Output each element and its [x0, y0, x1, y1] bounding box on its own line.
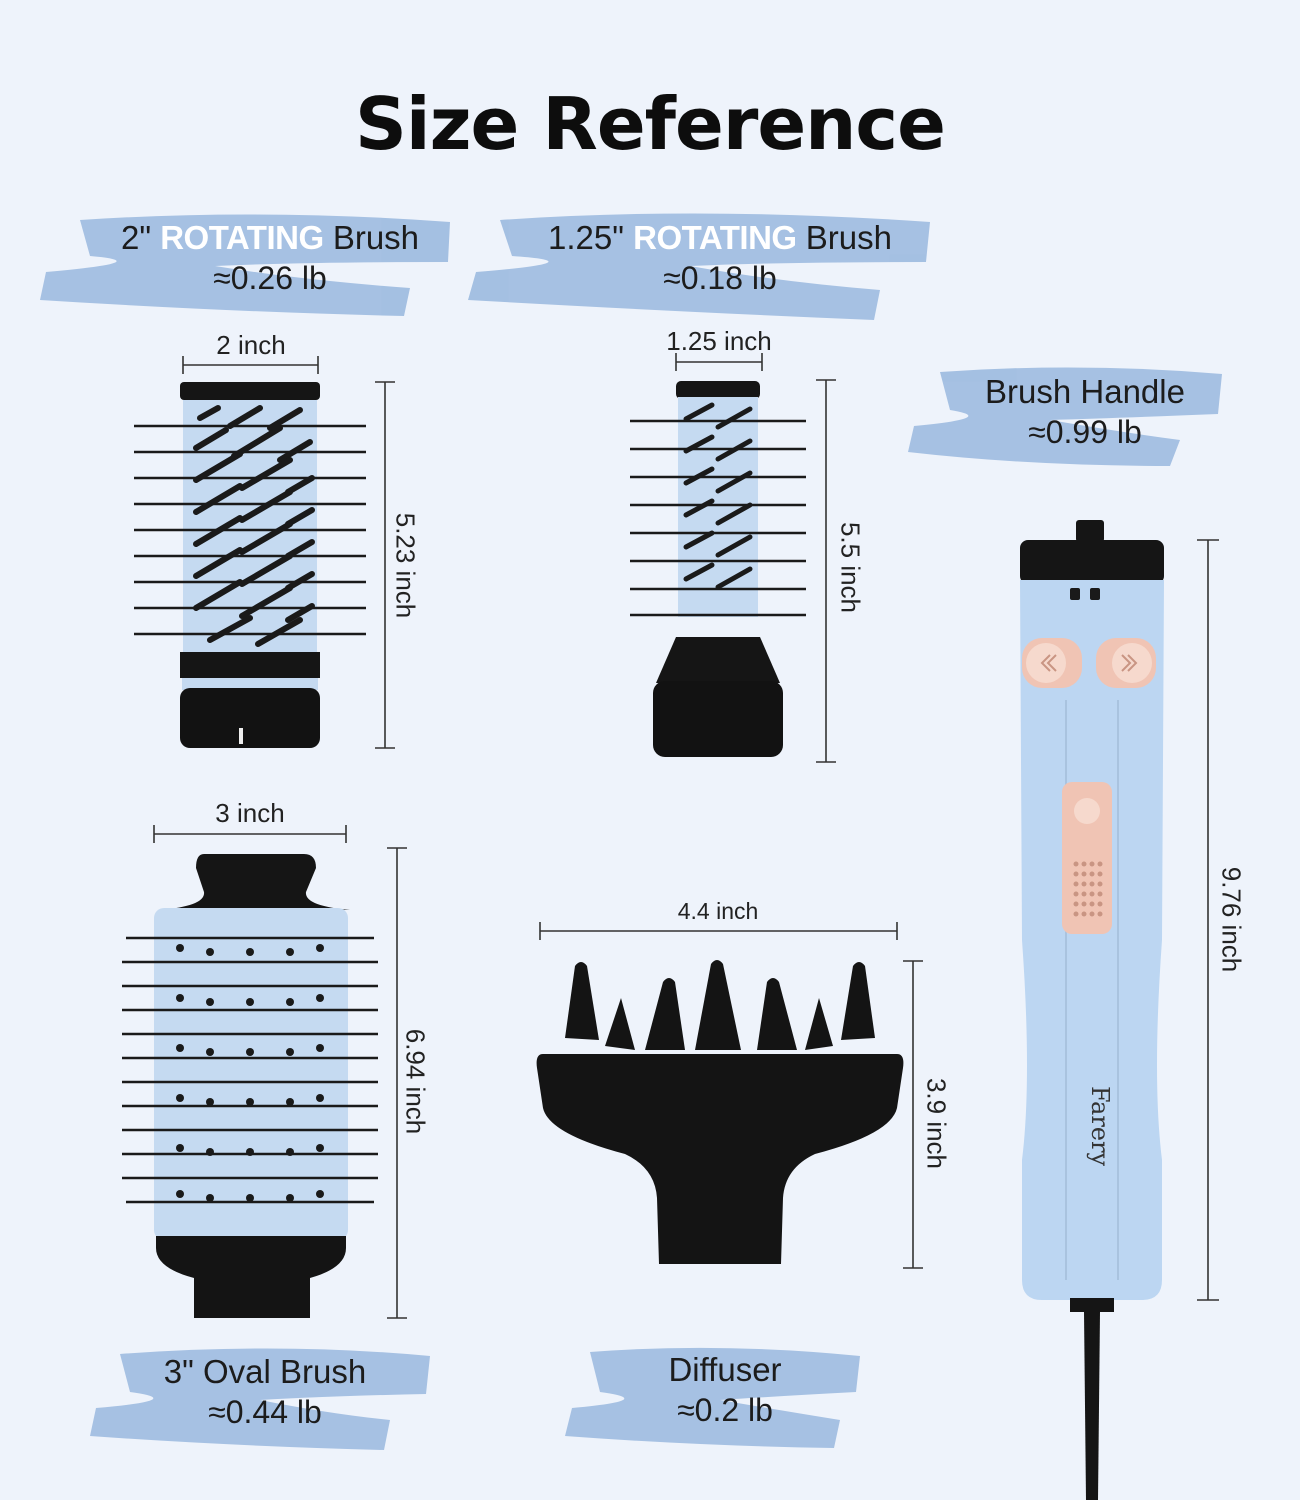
brush-125in-label: 1.25" ROTATING Brush ≈0.18 lb — [510, 218, 930, 298]
oval-brush-label: 3" Oval Brush ≈0.44 lb — [100, 1352, 430, 1432]
brush-125in-weight: ≈0.18 lb — [663, 260, 777, 296]
page-title: Size Reference — [355, 82, 946, 166]
brush-handle-illustration — [1020, 520, 1164, 1500]
brush-125in-width-label: 1.25 inch — [666, 326, 772, 356]
brush-125in-height-label: 5.5 inch — [835, 521, 866, 614]
brush-2in-size: 2" — [120, 219, 152, 256]
brush-2in-highlight: ROTATING — [160, 219, 324, 256]
brush-2in-label: 2" ROTATING Brush ≈0.26 lb — [70, 218, 470, 298]
oval-brush-name: 3" Oval Brush — [163, 1353, 367, 1390]
diffuser-height-label: 3.9 inch — [921, 1077, 952, 1170]
handle-label: Brush Handle ≈0.99 lb — [950, 372, 1220, 452]
oval-brush-weight: ≈0.44 lb — [208, 1394, 322, 1430]
handle-weight: ≈0.99 lb — [1028, 414, 1142, 450]
diffuser-illustration — [536, 960, 904, 1264]
brush-125in-highlight: ROTATING — [633, 219, 797, 256]
brush-2in-height-label: 5.23 inch — [390, 512, 421, 619]
brush-2in-illustration — [134, 382, 366, 748]
brush-125in-size: 1.25" — [548, 219, 624, 256]
diffuser-name: Diffuser — [668, 1351, 782, 1388]
handle-height-label: 9.76 inch — [1216, 866, 1247, 973]
diffuser-weight: ≈0.2 lb — [677, 1392, 773, 1428]
handle-brand: Farery — [1086, 1086, 1114, 1167]
handle-name: Brush Handle — [985, 373, 1185, 410]
brush-2in-weight: ≈0.26 lb — [213, 260, 327, 296]
oval-brush-illustration — [122, 854, 378, 1318]
brush-2in-width-label: 2 inch — [216, 330, 286, 360]
brush-125in-illustration — [630, 381, 806, 757]
oval-brush-height-label: 6.94 inch — [400, 1028, 431, 1135]
brush-125in-suffix: Brush — [805, 219, 892, 256]
oval-brush-width-label: 3 inch — [215, 798, 285, 828]
brush-2in-suffix: Brush — [332, 219, 420, 256]
diffuser-label: Diffuser ≈0.2 lb — [590, 1350, 860, 1430]
diffuser-width-label: 4.4 inch — [677, 898, 759, 924]
